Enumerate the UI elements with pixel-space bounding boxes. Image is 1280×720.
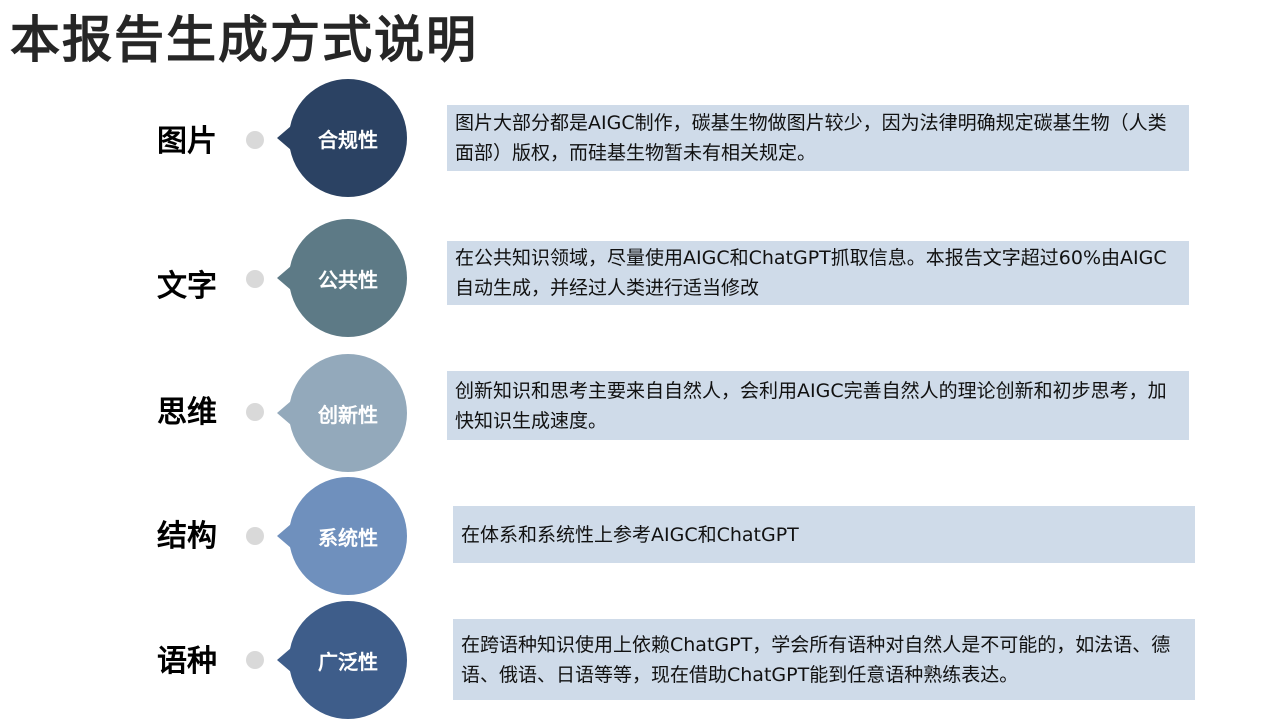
bullet-dot (246, 651, 264, 669)
description-box-text: 在公共知识领域，尽量使用AIGC和ChatGPT抓取信息。本报告文字超过60%由… (447, 241, 1189, 305)
bullet-dot (246, 270, 264, 288)
page-title: 本报告生成方式说明 (10, 11, 478, 69)
description-box-structure: 在体系和系统性上参考AIGC和ChatGPT (453, 506, 1195, 563)
tag-label: 广泛性 (318, 649, 378, 674)
description-text: 在体系和系统性上参考AIGC和ChatGPT (461, 523, 799, 546)
bullet-dot (246, 403, 264, 421)
tag-label: 创新性 (318, 402, 378, 427)
bullet-dot (246, 131, 264, 149)
description-text: 在跨语种知识使用上依赖ChatGPT，学会所有语种对自然人是不可能的，如法语、德… (461, 633, 1171, 686)
tag-circle-compliance: 合规性 (277, 79, 407, 197)
tag-label: 公共性 (318, 267, 378, 292)
tag-circle-public: 公共性 (277, 219, 407, 337)
row-label-languages: 语种 (157, 644, 217, 679)
description-text: 图片大部分都是AIGC制作，碳基生物做图片较少，因为法律明确规定碳基生物（人类面… (455, 112, 1167, 164)
description-box-images: 图片大部分都是AIGC制作，碳基生物做图片较少，因为法律明确规定碳基生物（人类面… (447, 105, 1189, 171)
description-box-thinking: 创新知识和思考主要来自自然人，会利用AIGC完善自然人的理论创新和初步思考，加快… (447, 371, 1189, 440)
row-label-text: 文字 (157, 269, 217, 304)
bullet-dot (246, 527, 264, 545)
tag-label: 系统性 (318, 525, 378, 550)
tag-circle-systematic: 系统性 (277, 477, 407, 595)
description-box-languages: 在跨语种知识使用上依赖ChatGPT，学会所有语种对自然人是不可能的，如法语、德… (453, 619, 1195, 700)
description-text: 在公共知识领域，尽量使用AIGC和ChatGPT抓取信息。本报告文字超过60%由… (455, 247, 1167, 299)
row-label-images: 图片 (157, 124, 217, 159)
tag-circle-breadth: 广泛性 (277, 601, 407, 719)
tag-label: 合规性 (318, 127, 378, 152)
row-label-structure: 结构 (157, 519, 217, 554)
description-text: 创新知识和思考主要来自自然人，会利用AIGC完善自然人的理论创新和初步思考，加快… (455, 379, 1167, 432)
row-label-thinking: 思维 (157, 395, 217, 430)
tag-circle-innovation: 创新性 (277, 354, 407, 472)
